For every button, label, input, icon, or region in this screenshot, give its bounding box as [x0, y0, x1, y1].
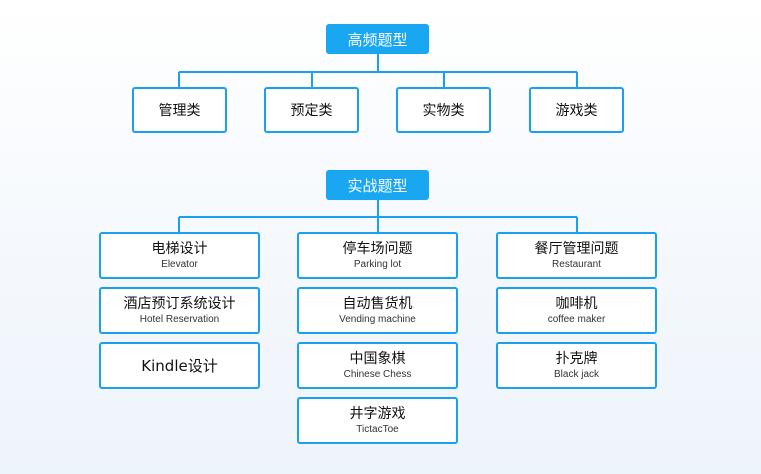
- problem-title: Kindle设计: [141, 357, 218, 375]
- practical-section-title: 实战题型: [326, 170, 429, 200]
- problem-title: 餐厅管理问题: [534, 241, 619, 257]
- problem-subtitle: Chinese Chess: [343, 369, 412, 380]
- problem-restaurant: 餐厅管理问题 Restaurant: [496, 232, 657, 279]
- problem-subtitle: Restaurant: [552, 259, 601, 270]
- problem-vending-machine: 自动售货机 Vending machine: [297, 287, 458, 334]
- problem-title: 中国象棋: [349, 351, 406, 367]
- problem-subtitle: coffee maker: [547, 314, 606, 325]
- category-management: 管理类: [132, 87, 227, 133]
- problem-subtitle: Black jack: [553, 369, 599, 380]
- problem-hotel-reservation: 酒店预订系统设计 Hotel Reservation: [99, 287, 260, 334]
- problem-subtitle: Elevator: [161, 259, 198, 270]
- problem-title: 井字游戏: [349, 406, 406, 422]
- problem-tictactoe: 井字游戏 TictacToe: [297, 397, 458, 444]
- category-game: 游戏类: [529, 87, 624, 133]
- problem-title: 酒店预订系统设计: [123, 296, 236, 312]
- problem-title: 停车场问题: [342, 241, 413, 257]
- problem-subtitle: Vending machine: [339, 314, 416, 325]
- problem-title: 电梯设计: [151, 241, 208, 257]
- category-physical: 实物类: [396, 87, 491, 133]
- problem-subtitle: TictacToe: [356, 424, 399, 435]
- problem-title: 咖啡机: [555, 296, 598, 312]
- problem-black-jack: 扑克牌 Black jack: [496, 342, 657, 389]
- frequent-section-title: 高频题型: [326, 24, 429, 54]
- category-booking: 预定类: [264, 87, 359, 133]
- problem-subtitle: Parking lot: [353, 259, 402, 270]
- problem-kindle: Kindle设计: [99, 342, 260, 389]
- problem-title: 扑克牌: [555, 351, 598, 367]
- problem-chinese-chess: 中国象棋 Chinese Chess: [297, 342, 458, 389]
- problem-title: 自动售货机: [342, 296, 413, 312]
- problem-subtitle: Hotel Reservation: [139, 314, 220, 325]
- problem-elevator: 电梯设计 Elevator: [99, 232, 260, 279]
- problem-coffee-maker: 咖啡机 coffee maker: [496, 287, 657, 334]
- problem-parking-lot: 停车场问题 Parking lot: [297, 232, 458, 279]
